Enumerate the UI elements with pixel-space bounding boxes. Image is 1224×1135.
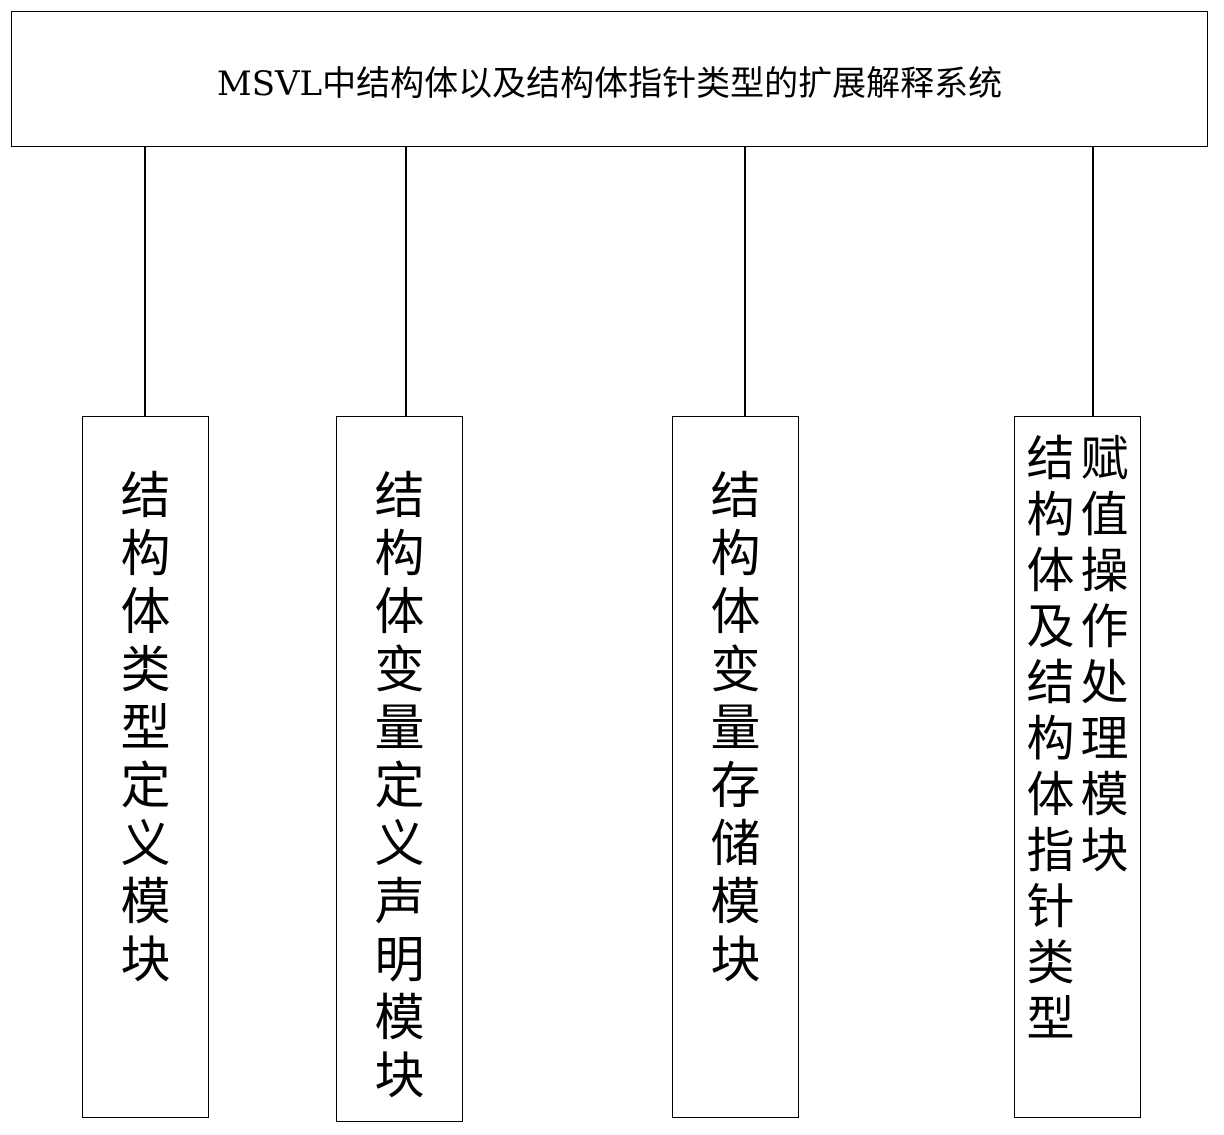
- module-label-wrap: 结构体变量定义声明模块: [337, 417, 462, 1121]
- module-label-column: 结构体类型定义模块: [118, 467, 174, 989]
- module-label-char: 处: [1080, 655, 1129, 711]
- module-label-char: 块: [374, 1047, 425, 1105]
- module-label-char: 构: [1026, 487, 1075, 543]
- module-box-assignment-operation-handling: 赋值操作处理模块结构体及结构体指针类型: [1014, 416, 1141, 1118]
- root-system-title: MSVL中结构体以及结构体指针类型的扩展解释系统: [216, 64, 1003, 104]
- module-label-char: 体: [1026, 767, 1075, 823]
- module-label-char: 块: [710, 931, 761, 989]
- module-label-char: 变: [710, 641, 761, 699]
- module-label-char: 及: [1026, 599, 1075, 655]
- module-label-char: 值: [1080, 487, 1129, 543]
- module-label-char: 义: [374, 815, 425, 873]
- module-label-char: 体: [374, 583, 425, 641]
- module-label-char: 理: [1080, 711, 1129, 767]
- module-box-struct-type-definition: 结构体类型定义模块: [82, 416, 209, 1118]
- module-label-char: 量: [710, 699, 761, 757]
- module-label-char: 结: [710, 467, 761, 525]
- module-label-char: 存: [710, 757, 761, 815]
- module-label-char: 操: [1080, 543, 1129, 599]
- module-label-char: 储: [710, 815, 761, 873]
- module-label-char: 指: [1026, 823, 1075, 879]
- module-label-char: 量: [374, 699, 425, 757]
- module-label-char: 构: [374, 525, 425, 583]
- module-label-char: 块: [1080, 823, 1129, 879]
- connector-to-module-4: [1092, 146, 1094, 417]
- module-label-char: 赋: [1080, 431, 1129, 487]
- module-label-char: 体: [1026, 543, 1075, 599]
- module-label-char: 构: [710, 525, 761, 583]
- module-label-char: 类: [1026, 935, 1075, 991]
- module-label-char: 块: [120, 931, 171, 989]
- module-label-char: 模: [710, 873, 761, 931]
- module-label-char: 结: [1026, 655, 1075, 711]
- module-label-char: 定: [374, 757, 425, 815]
- module-label-column: 赋值操作处理模块: [1078, 431, 1132, 879]
- module-label-char: 针: [1026, 879, 1075, 935]
- module-label-char: 模: [374, 989, 425, 1047]
- module-label-char: 型: [120, 699, 171, 757]
- module-label-wrap: 结构体变量存储模块: [673, 417, 798, 1117]
- module-label-char: 模: [120, 873, 171, 931]
- module-label-char: 结: [374, 467, 425, 525]
- connector-to-module-2: [405, 146, 407, 417]
- module-box-struct-variable-declaration: 结构体变量定义声明模块: [336, 416, 463, 1122]
- module-label-wrap: 赋值操作处理模块结构体及结构体指针类型: [1015, 417, 1140, 1117]
- module-label-char: 结: [1026, 431, 1075, 487]
- module-label-char: 构: [120, 525, 171, 583]
- module-label-char: 类: [120, 641, 171, 699]
- module-label-char: 结: [120, 467, 171, 525]
- module-label-column: 结构体及结构体指针类型: [1024, 431, 1078, 1047]
- connector-to-module-3: [744, 146, 746, 417]
- module-label-char: 作: [1080, 599, 1129, 655]
- module-label-column: 结构体变量存储模块: [708, 467, 764, 989]
- module-box-struct-variable-storage: 结构体变量存储模块: [672, 416, 799, 1118]
- module-label-char: 体: [120, 583, 171, 641]
- connector-to-module-1: [144, 146, 146, 417]
- module-label-char: 明: [374, 931, 425, 989]
- module-label-char: 定: [120, 757, 171, 815]
- module-label-char: 模: [1080, 767, 1129, 823]
- root-system-box: MSVL中结构体以及结构体指针类型的扩展解释系统: [11, 11, 1208, 147]
- module-label-char: 声: [374, 873, 425, 931]
- module-label-char: 构: [1026, 711, 1075, 767]
- module-label-char: 体: [710, 583, 761, 641]
- module-label-char: 型: [1026, 991, 1075, 1047]
- module-label-column: 结构体变量定义声明模块: [372, 467, 428, 1105]
- module-label-char: 变: [374, 641, 425, 699]
- module-label-char: 义: [120, 815, 171, 873]
- module-label-wrap: 结构体类型定义模块: [83, 417, 208, 1117]
